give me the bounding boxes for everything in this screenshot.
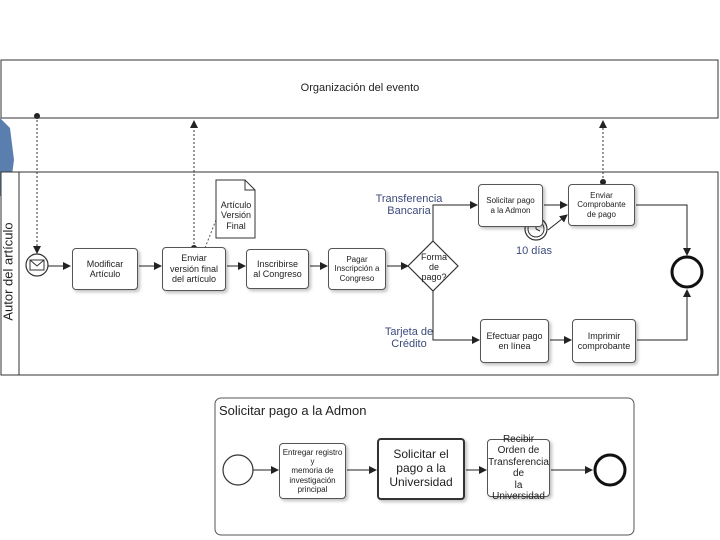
task-modificar-articulo[interactable]: Modificar Artículo: [72, 248, 138, 290]
lane-autor-title: Autor del artículo: [0, 222, 16, 321]
task-imprimir-comprobante[interactable]: Imprimir comprobante: [572, 319, 636, 363]
pool-organizacion: [0, 59, 719, 119]
data-object-articulo: Artículo Versión Final: [220, 200, 252, 231]
task-pagar-inscripcion[interactable]: Pagar Inscripción a Congreso: [328, 248, 386, 290]
subtask-solicitar-pago-universidad[interactable]: Solicitar el pago a la Universidad: [377, 438, 465, 500]
flow-label-tarjeta: Tarjeta de Crédito: [384, 326, 434, 351]
subprocess-start-event: [222, 454, 254, 486]
task-enviar-version-final[interactable]: Enviar versión final del artículo: [162, 247, 226, 291]
timer-label: 10 días: [515, 245, 553, 257]
data-object-shape: [215, 179, 256, 239]
task-solicitar-pago[interactable]: Solicitar pago a la Admon: [478, 184, 543, 227]
pool-organizacion-title: Organización del evento: [300, 82, 420, 94]
end-event: [670, 255, 704, 289]
task-enviar-comprobante[interactable]: Enviar Comprobante de pago: [568, 184, 635, 226]
subtask-recibir-orden[interactable]: Recibir Orden de Transferencia de la Uni…: [487, 433, 550, 502]
gateway-label: Forma de pago?: [420, 252, 447, 282]
task-efectuar-pago[interactable]: Efectuar pago en línea: [480, 319, 549, 363]
task-inscribirse-congreso[interactable]: Inscribirse al Congreso: [246, 249, 309, 289]
subprocess-end-event: [593, 453, 627, 487]
subtask-entregar-registro[interactable]: Entregar registro y memoria de investiga…: [279, 443, 346, 499]
flow-label-transferencia: Transferencia Bancaria: [375, 193, 443, 218]
subprocess-title: Solicitar pago a la Admon: [219, 403, 367, 418]
